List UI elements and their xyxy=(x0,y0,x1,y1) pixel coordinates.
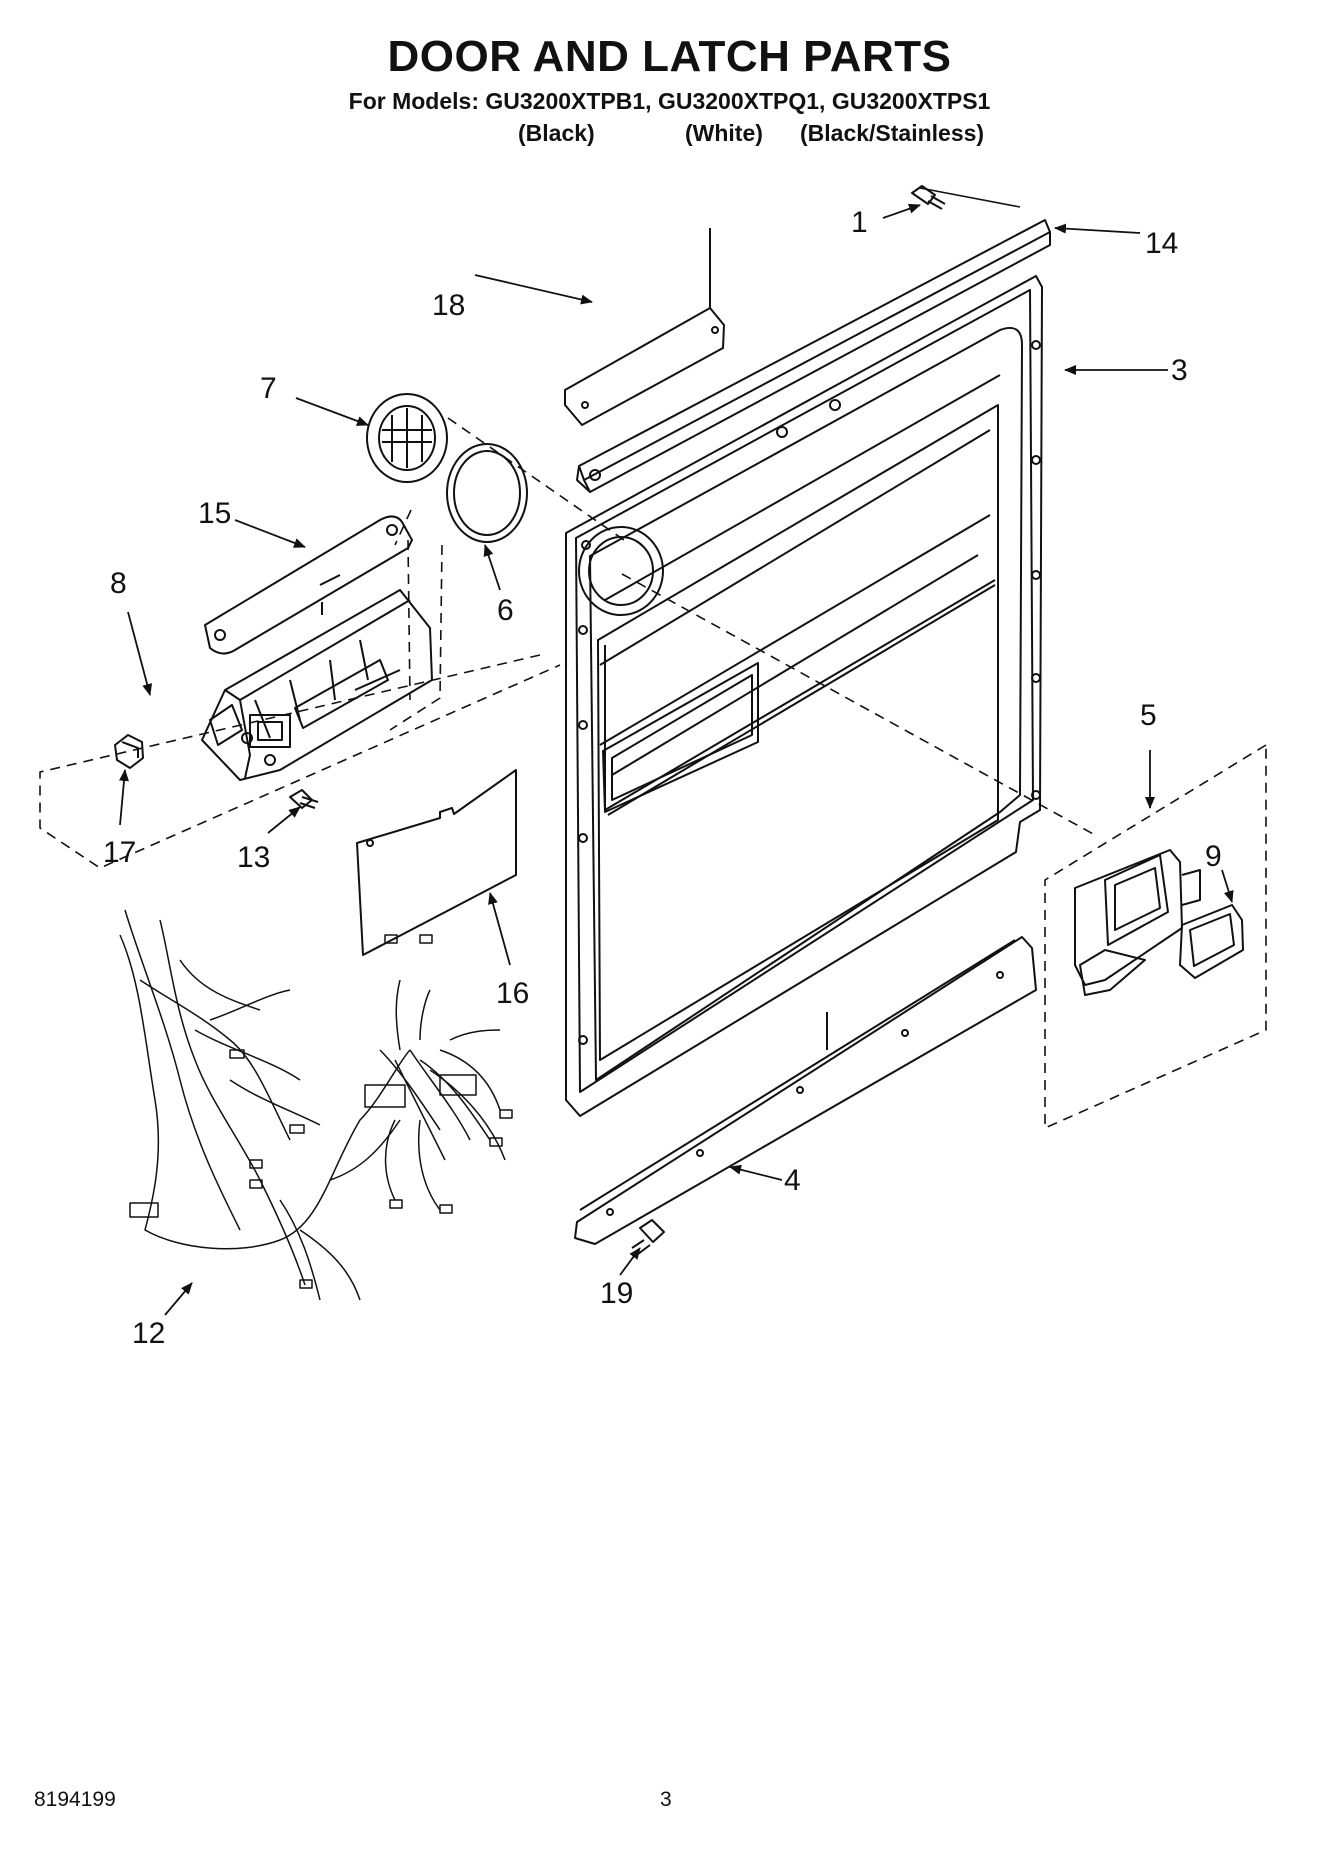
part-15-handle-trim xyxy=(204,515,413,655)
part-12-wire-harness xyxy=(119,909,513,1301)
part-8-latch-assembly xyxy=(201,589,433,781)
callout-labels: 1 14 18 3 7 15 6 8 5 17 13 9 16 12 4 19 xyxy=(103,206,1222,1350)
part-5-vent-assembly xyxy=(1074,849,1201,996)
part-3-inner-door xyxy=(565,275,1043,1117)
variant-black: (Black) xyxy=(518,120,595,146)
callout-1: 1 xyxy=(851,206,868,239)
models-line: For Models: GU3200XTPB1, GU3200XTPQ1, GU… xyxy=(348,88,991,114)
page-number: 3 xyxy=(660,1788,672,1811)
callout-15: 15 xyxy=(198,497,231,530)
callout-7: 7 xyxy=(260,372,277,405)
callout-9: 9 xyxy=(1205,840,1222,873)
part-7-vent-cover xyxy=(366,393,448,483)
part-9-vent-gasket xyxy=(1179,904,1244,979)
callout-16: 16 xyxy=(496,977,529,1010)
part-17-button xyxy=(114,734,144,769)
callout-14: 14 xyxy=(1145,227,1178,260)
part-6-gasket xyxy=(446,443,528,543)
part-14-top-trim xyxy=(576,187,1051,493)
callout-6: 6 xyxy=(497,594,514,627)
part-1-screw xyxy=(911,185,946,210)
callout-4: 4 xyxy=(784,1164,801,1197)
callout-5: 5 xyxy=(1140,699,1157,732)
callout-12: 12 xyxy=(132,1317,165,1350)
callout-8: 8 xyxy=(110,567,127,600)
callout-3: 3 xyxy=(1171,354,1188,387)
callout-19: 19 xyxy=(600,1277,633,1310)
document-number: 8194199 xyxy=(34,1788,116,1811)
variant-white: (White) xyxy=(685,120,763,146)
callout-13: 13 xyxy=(237,841,270,874)
callout-18: 18 xyxy=(432,289,465,322)
assembly-guide-lines xyxy=(39,417,1267,1129)
variant-black-stainless: (Black/Stainless) xyxy=(800,120,985,146)
part-18-insulation xyxy=(564,228,725,426)
page-title: DOOR AND LATCH PARTS xyxy=(387,32,952,81)
callout-leaders xyxy=(119,203,1234,1316)
part-16-insulation-card xyxy=(356,769,517,956)
part-19-screw xyxy=(631,1219,665,1255)
part-4-bottom-trim xyxy=(574,936,1037,1245)
part-13-screw xyxy=(289,789,319,809)
callout-17: 17 xyxy=(103,836,136,869)
